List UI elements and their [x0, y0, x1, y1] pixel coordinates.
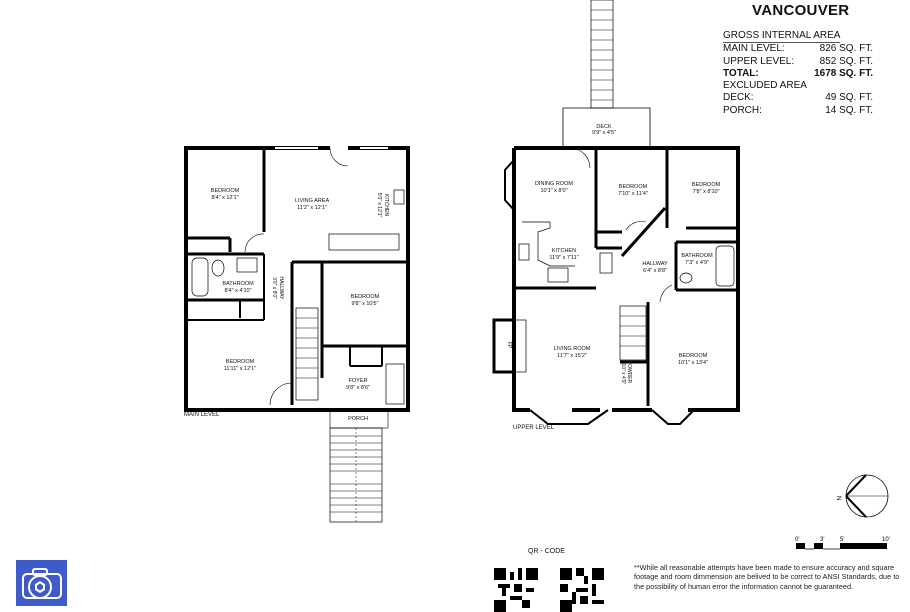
area-row-deck: DECK: 49 SQ. FT.: [723, 92, 873, 104]
room-dims: 9'9" x 4'5": [592, 130, 616, 136]
room-label: LIVING AREA: [295, 198, 330, 204]
room-label: BEDROOM: [351, 294, 380, 300]
room-label: PORCH: [348, 416, 368, 422]
qr-code-icon[interactable]: [494, 568, 538, 612]
page-title: VANCOUVER: [752, 2, 850, 19]
room-dims: 2'10" x 4'9": [620, 360, 626, 385]
brand-logo: [16, 560, 67, 606]
room-label: DECK: [596, 124, 612, 130]
area-value: 49 SQ. FT.: [825, 92, 873, 104]
room-label: HALLWAY: [278, 277, 284, 301]
room-dims: 7'8" x 8'10": [692, 189, 719, 195]
qr-title: QR - CODE: [528, 548, 565, 555]
room-label: FOYER: [349, 378, 368, 384]
room-label: BEDROOM: [226, 359, 255, 365]
room-label: BEDROOM: [211, 188, 240, 194]
compass-label: N: [835, 496, 841, 500]
room-label: BEDROOM: [679, 353, 708, 359]
room-dims: 9'8" x 10'5": [351, 301, 378, 307]
room-dims: 11'11" x 12'1": [224, 366, 256, 372]
area-row-main: MAIN LEVEL: 826 SQ. FT.: [723, 43, 873, 55]
room-dims: 3'0" x 8'0": [271, 277, 277, 299]
room-dims: 7'10" x 11'4": [618, 191, 648, 197]
room-label: LIVING ROOM: [554, 346, 591, 352]
room-label: POWDER: [626, 361, 632, 384]
camera-shutter-icon: [22, 568, 62, 599]
area-label: UPPER LEVEL:: [723, 55, 795, 67]
room-label: DINING ROOM: [535, 181, 573, 187]
area-value: 826 SQ. FT.: [819, 43, 873, 55]
scale-tick: 0': [795, 537, 799, 543]
gross-area-heading: GROSS INTERNAL AREA: [723, 30, 841, 44]
upper-level-labels: DECK 9'9" x 4'5" DINING ROOM 10'1" x 8'0…: [506, 124, 721, 385]
room-dims: 8'4" x 12'1": [211, 195, 238, 201]
room-dims: 9'8" x 8'6": [346, 385, 370, 391]
area-label: TOTAL:: [723, 67, 759, 79]
area-label: MAIN LEVEL:: [723, 43, 785, 55]
area-value: 1678 SQ. FT.: [814, 67, 873, 79]
main-level-label: MAIN LEVEL: [184, 412, 220, 418]
area-summary: GROSS INTERNAL AREA MAIN LEVEL: 826 SQ. F…: [723, 30, 873, 117]
area-value: 14 SQ. FT.: [825, 104, 873, 116]
room-label: BEDROOM: [619, 184, 648, 190]
room-dims: 8'4" x 4'10": [224, 288, 251, 294]
scale-tick: 3': [820, 537, 824, 543]
room-label: BATHROOM: [222, 281, 254, 287]
room-label: KITCHEN: [383, 194, 389, 216]
area-value: 852 SQ. FT.: [819, 55, 873, 67]
fireplace-label: FP: [506, 342, 512, 349]
main-level-labels: BEDROOM 8'4" x 12'1" LIVING AREA 11'2" x…: [211, 188, 389, 422]
room-dims: 5'0" x 12'1": [376, 193, 382, 218]
room-dims: 7'3" x 4'9": [685, 260, 709, 266]
area-row-porch: PORCH: 14 SQ. FT.: [723, 105, 873, 117]
north-compass-icon: N: [835, 474, 889, 518]
area-label: PORCH:: [723, 104, 762, 116]
room-dims: 11'2" x 12'1": [297, 205, 327, 211]
room-label: BEDROOM: [692, 182, 721, 188]
area-row-total: TOTAL: 1678 SQ. FT.: [723, 68, 873, 80]
disclaimer: **While all reasonable attempts have bee…: [634, 563, 900, 591]
room-dims: 11'7" x 15'2": [557, 353, 587, 359]
room-dims: 10'1" x 8'0": [540, 188, 567, 194]
upper-level-plan: [492, 0, 740, 425]
room-dims: 10'1" x 13'4": [678, 360, 708, 366]
area-label: DECK:: [723, 92, 754, 104]
excluded-area-heading: EXCLUDED AREA: [723, 80, 807, 92]
room-label: HALLWAY: [642, 261, 668, 267]
room-label: BATHROOM: [681, 253, 713, 259]
room-label: KITCHEN: [552, 248, 576, 254]
qr-code-icon[interactable]: [560, 568, 604, 612]
main-level-plan: [184, 146, 410, 523]
room-dims: 6'4" x 8'8": [643, 268, 667, 274]
area-row-upper: UPPER LEVEL: 852 SQ. FT.: [723, 56, 873, 68]
upper-level-label: UPPER LEVEL: [513, 425, 555, 431]
scale-tick: 10': [882, 537, 890, 543]
room-dims: 11'9" x 7'11": [549, 255, 578, 261]
scale-tick: 5': [840, 537, 844, 543]
scale-bar: 0' 3' 5' 10': [795, 537, 890, 550]
